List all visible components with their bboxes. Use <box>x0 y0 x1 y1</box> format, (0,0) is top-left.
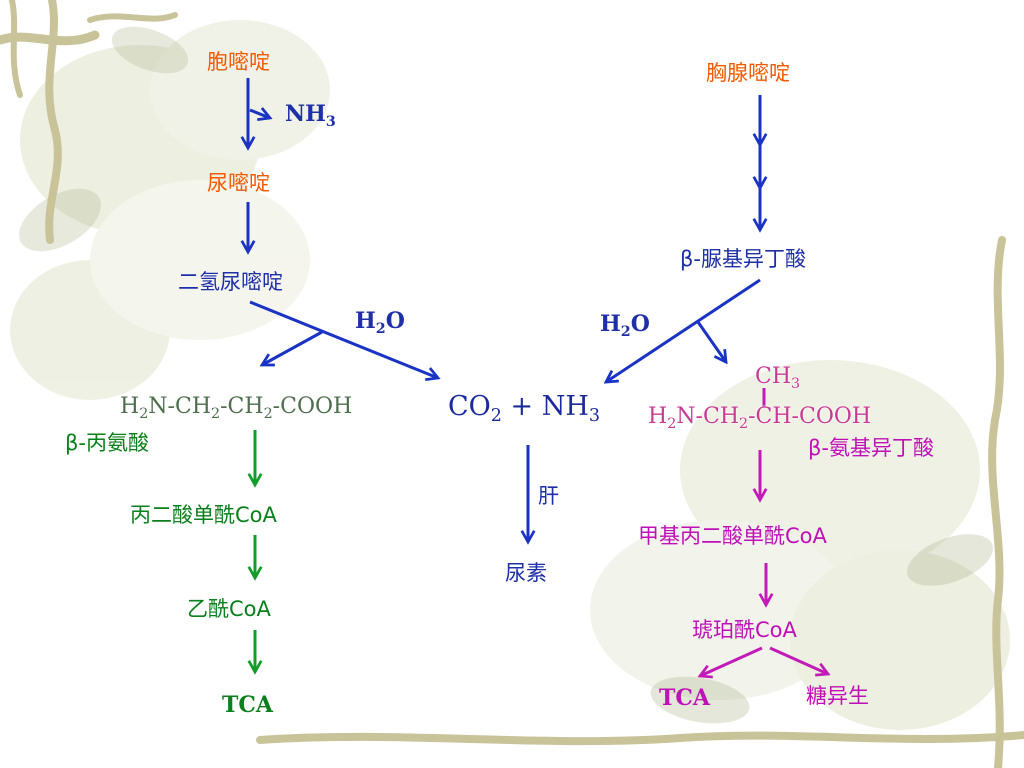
methylmalonyl-coa-label: 甲基丙二酸单酰CoA <box>638 524 827 548</box>
formula-sub: 2 <box>667 416 677 432</box>
vine-left <box>45 0 62 244</box>
acetyl-coa-label: 乙酰CoA <box>187 597 271 621</box>
flower-blur <box>150 20 330 160</box>
tca-right-label: TCA <box>659 685 710 711</box>
uracil-label: 尿嘧啶 <box>207 171 270 195</box>
malonyl-coa-label: 丙二酸单酰CoA <box>130 503 277 527</box>
water-subscript: 2 <box>375 321 386 337</box>
vine-top-right <box>87 12 178 23</box>
arrow-dihydrouracil-to-co2 <box>249 300 438 378</box>
co2-subscript: 2 <box>490 406 502 427</box>
arrow-to-beta-alanine <box>262 330 323 365</box>
beta-ureidoisobutyrate-label: β-脲基异丁酸 <box>680 247 806 271</box>
water-label-right: H2O <box>600 311 650 339</box>
formula-part: -COOH <box>272 394 353 419</box>
plus-nh3-text: + NH <box>501 391 589 422</box>
flower-blur <box>790 550 1010 730</box>
beta-aminoisobutyrate-label: β-氨基异丁酸 <box>808 436 934 460</box>
water-subscript: 2 <box>620 324 631 340</box>
liver-label: 肝 <box>538 484 559 508</box>
cytosine-label: 胞嘧啶 <box>207 50 270 74</box>
vine-bottom <box>256 731 1024 746</box>
arrow-succinyl-to-tca <box>700 646 763 676</box>
arrow-ureidoisobutyrate-to-co2 <box>606 278 761 382</box>
tca-left-label: TCA <box>222 692 273 718</box>
leaf-blur <box>650 676 750 724</box>
formula-part: -CH-COOH <box>748 404 872 429</box>
leaf-blur <box>111 26 189 74</box>
nh3-subscript-center: 3 <box>588 406 601 427</box>
formula-part: H <box>120 394 140 419</box>
beta-alanine-label: β-丙氨酸 <box>65 431 149 455</box>
formula-part: -CH <box>220 394 264 419</box>
flower-blur <box>90 180 310 340</box>
arrow-to-aminoisobutyrate <box>696 321 726 362</box>
formula-sub: 2 <box>739 416 749 432</box>
formula-part: H <box>648 404 668 429</box>
water-label-left: H2O <box>355 308 405 336</box>
nh3-label: NH3 <box>285 101 336 129</box>
ch3-subscript: 3 <box>791 376 801 392</box>
thymine-label: 胸腺嘧啶 <box>706 61 790 85</box>
leaf-blur <box>19 188 101 252</box>
leaf-blur <box>907 534 993 586</box>
beta-alanine-formula: H2N-CH2-CH2-COOH <box>120 394 353 422</box>
arrow-succinyl-to-gluconeogenesis <box>769 646 828 674</box>
co2-nh3-label: CO2 + NH3 <box>448 391 600 425</box>
vine-right <box>988 236 1006 768</box>
water-h: H <box>600 311 621 337</box>
beta-aminoisobutyrate-formula: H2N-CH2-CH-COOH <box>648 404 872 432</box>
formula-part: N-CH <box>676 404 739 429</box>
co2-text: CO <box>448 391 491 422</box>
ch3-label: CH3 <box>755 364 800 392</box>
water-o: O <box>385 308 405 334</box>
formula-part: N-CH <box>148 394 211 419</box>
succinyl-coa-label: 琥珀酰CoA <box>692 618 797 642</box>
vine-top <box>0 30 100 46</box>
vine-left-2 <box>9 0 23 98</box>
ch3-text: CH <box>755 364 792 389</box>
formula-sub: 2 <box>211 406 221 422</box>
dihydrouracil-label: 二氢尿嘧啶 <box>178 270 283 294</box>
formula-sub: 2 <box>139 406 149 422</box>
gluconeogenesis-label: 糖异生 <box>806 684 869 708</box>
water-h: H <box>355 308 376 334</box>
urea-label: 尿素 <box>505 561 547 585</box>
water-o: O <box>630 311 650 337</box>
nh3-text: NH <box>285 101 326 127</box>
formula-sub: 2 <box>263 406 273 422</box>
arrow-release-nh3 <box>249 110 270 118</box>
nh3-subscript: 3 <box>325 114 336 130</box>
